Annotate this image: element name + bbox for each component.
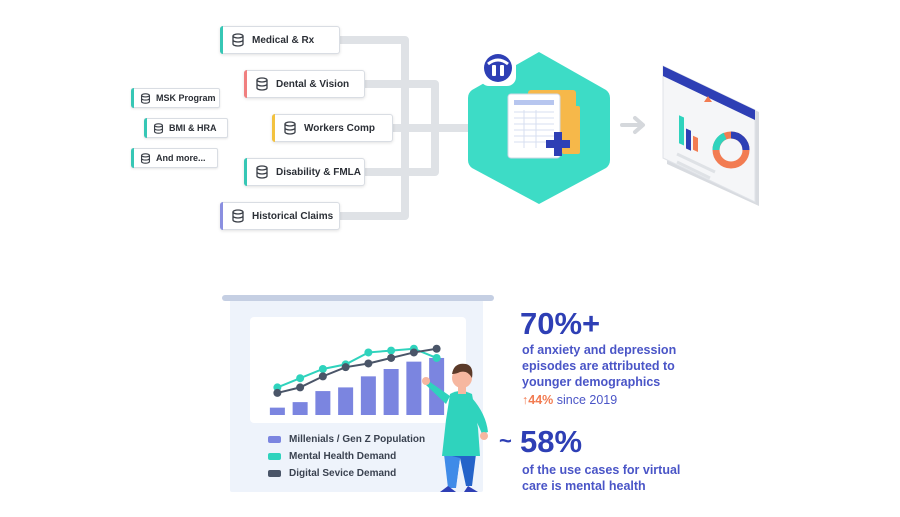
point-series-2-5 — [364, 359, 373, 368]
bar-4 — [338, 387, 354, 415]
database-icon — [153, 122, 164, 134]
stat1-change-suffix: since 2019 — [553, 393, 618, 407]
database-icon — [284, 121, 296, 135]
point-series-2-1 — [273, 388, 282, 397]
stat1-change-arrow: ↑ — [522, 393, 529, 407]
database-icon — [140, 152, 151, 164]
source-label: Workers Comp — [304, 122, 375, 134]
point-series-2-4 — [341, 363, 350, 372]
stat1-description: of anxiety and depression episodes are a… — [522, 343, 677, 389]
bar-6 — [383, 369, 399, 415]
database-icon — [256, 77, 268, 91]
point-series-2-6 — [387, 353, 396, 362]
legend-item-mental-health: Mental Health Demand — [268, 451, 396, 462]
demand-chart — [269, 344, 445, 415]
point-series-1-6 — [387, 346, 396, 355]
point-series-1-3 — [318, 365, 327, 373]
subsource-label: MSK Program — [156, 93, 216, 103]
source-disability-fmla: Disability & FMLA — [244, 158, 365, 186]
legend-swatch — [268, 470, 281, 477]
source-medical-rx: Medical & Rx — [220, 26, 340, 54]
database-icon — [232, 209, 244, 223]
database-icon — [256, 165, 268, 179]
legend-item-digital-service: Digital Sevice Demand — [268, 468, 396, 479]
subsource-bmi-hra: BMI & HRA — [144, 118, 228, 138]
bar-7 — [406, 361, 422, 415]
flow-arrow-icon — [620, 116, 645, 134]
point-series-1-5 — [364, 348, 373, 357]
point-series-2-8 — [432, 344, 441, 353]
source-label: Historical Claims — [252, 210, 334, 222]
source-accent — [144, 118, 147, 138]
database-icon — [232, 33, 244, 47]
stat1-value: 70%+ — [520, 306, 601, 341]
stat2-prefix: ~ — [499, 428, 512, 453]
stat2-value: 58% — [520, 424, 583, 459]
source-dental-vision: Dental & Vision — [244, 70, 365, 98]
board-top-rail — [222, 295, 494, 301]
stat1-change-value: 44% — [528, 393, 554, 407]
bar-2 — [292, 402, 308, 415]
point-series-2-2 — [296, 383, 305, 392]
legend-label: Mental Health Demand — [289, 451, 397, 462]
legend-swatch — [268, 453, 281, 460]
legend-swatch — [268, 436, 281, 443]
legend-item-population: Millenials / Gen Z Population — [268, 434, 425, 445]
source-accent — [220, 26, 223, 54]
subsource-and-more: And more... — [131, 148, 218, 168]
point-series-2-7 — [409, 348, 418, 357]
subsource-label: BMI & HRA — [169, 123, 217, 133]
subsource-msk-program: MSK Program — [131, 88, 220, 108]
point-series-2-3 — [318, 372, 327, 381]
database-icon — [140, 92, 151, 104]
hub-hexagon — [468, 50, 610, 204]
legend-label: Millenials / Gen Z Population — [289, 434, 426, 445]
point-series-1-8 — [432, 353, 441, 362]
point-series-1-1 — [273, 383, 282, 392]
presenter-illustration — [422, 363, 488, 492]
source-workers-comp: Workers Comp — [272, 114, 393, 142]
source-accent — [244, 70, 247, 98]
bar-1 — [269, 407, 285, 415]
legend-label: Digital Sevice Demand — [289, 468, 397, 479]
source-label: Disability & FMLA — [276, 166, 362, 178]
subsource-label: And more... — [156, 153, 206, 163]
source-label: Medical & Rx — [252, 34, 315, 46]
source-accent — [220, 202, 223, 230]
documents-illustration — [507, 90, 580, 159]
source-historical-claims: Historical Claims — [220, 202, 340, 230]
bar-8 — [429, 357, 445, 415]
point-series-1-2 — [296, 374, 305, 383]
bar-5 — [360, 376, 376, 415]
brand-logo-icon — [480, 50, 516, 86]
source-accent — [131, 148, 134, 168]
source-accent — [131, 88, 134, 108]
stat2-description: of the use cases for virtual care is men… — [522, 463, 681, 493]
source-accent — [244, 158, 247, 186]
bar-3 — [315, 391, 331, 415]
source-label: Dental & Vision — [276, 78, 350, 90]
source-accent — [272, 114, 275, 142]
connector-lines — [340, 36, 478, 220]
dashboard-illustration — [662, 65, 759, 206]
stat1-change: ↑44% since 2019 — [522, 392, 617, 408]
